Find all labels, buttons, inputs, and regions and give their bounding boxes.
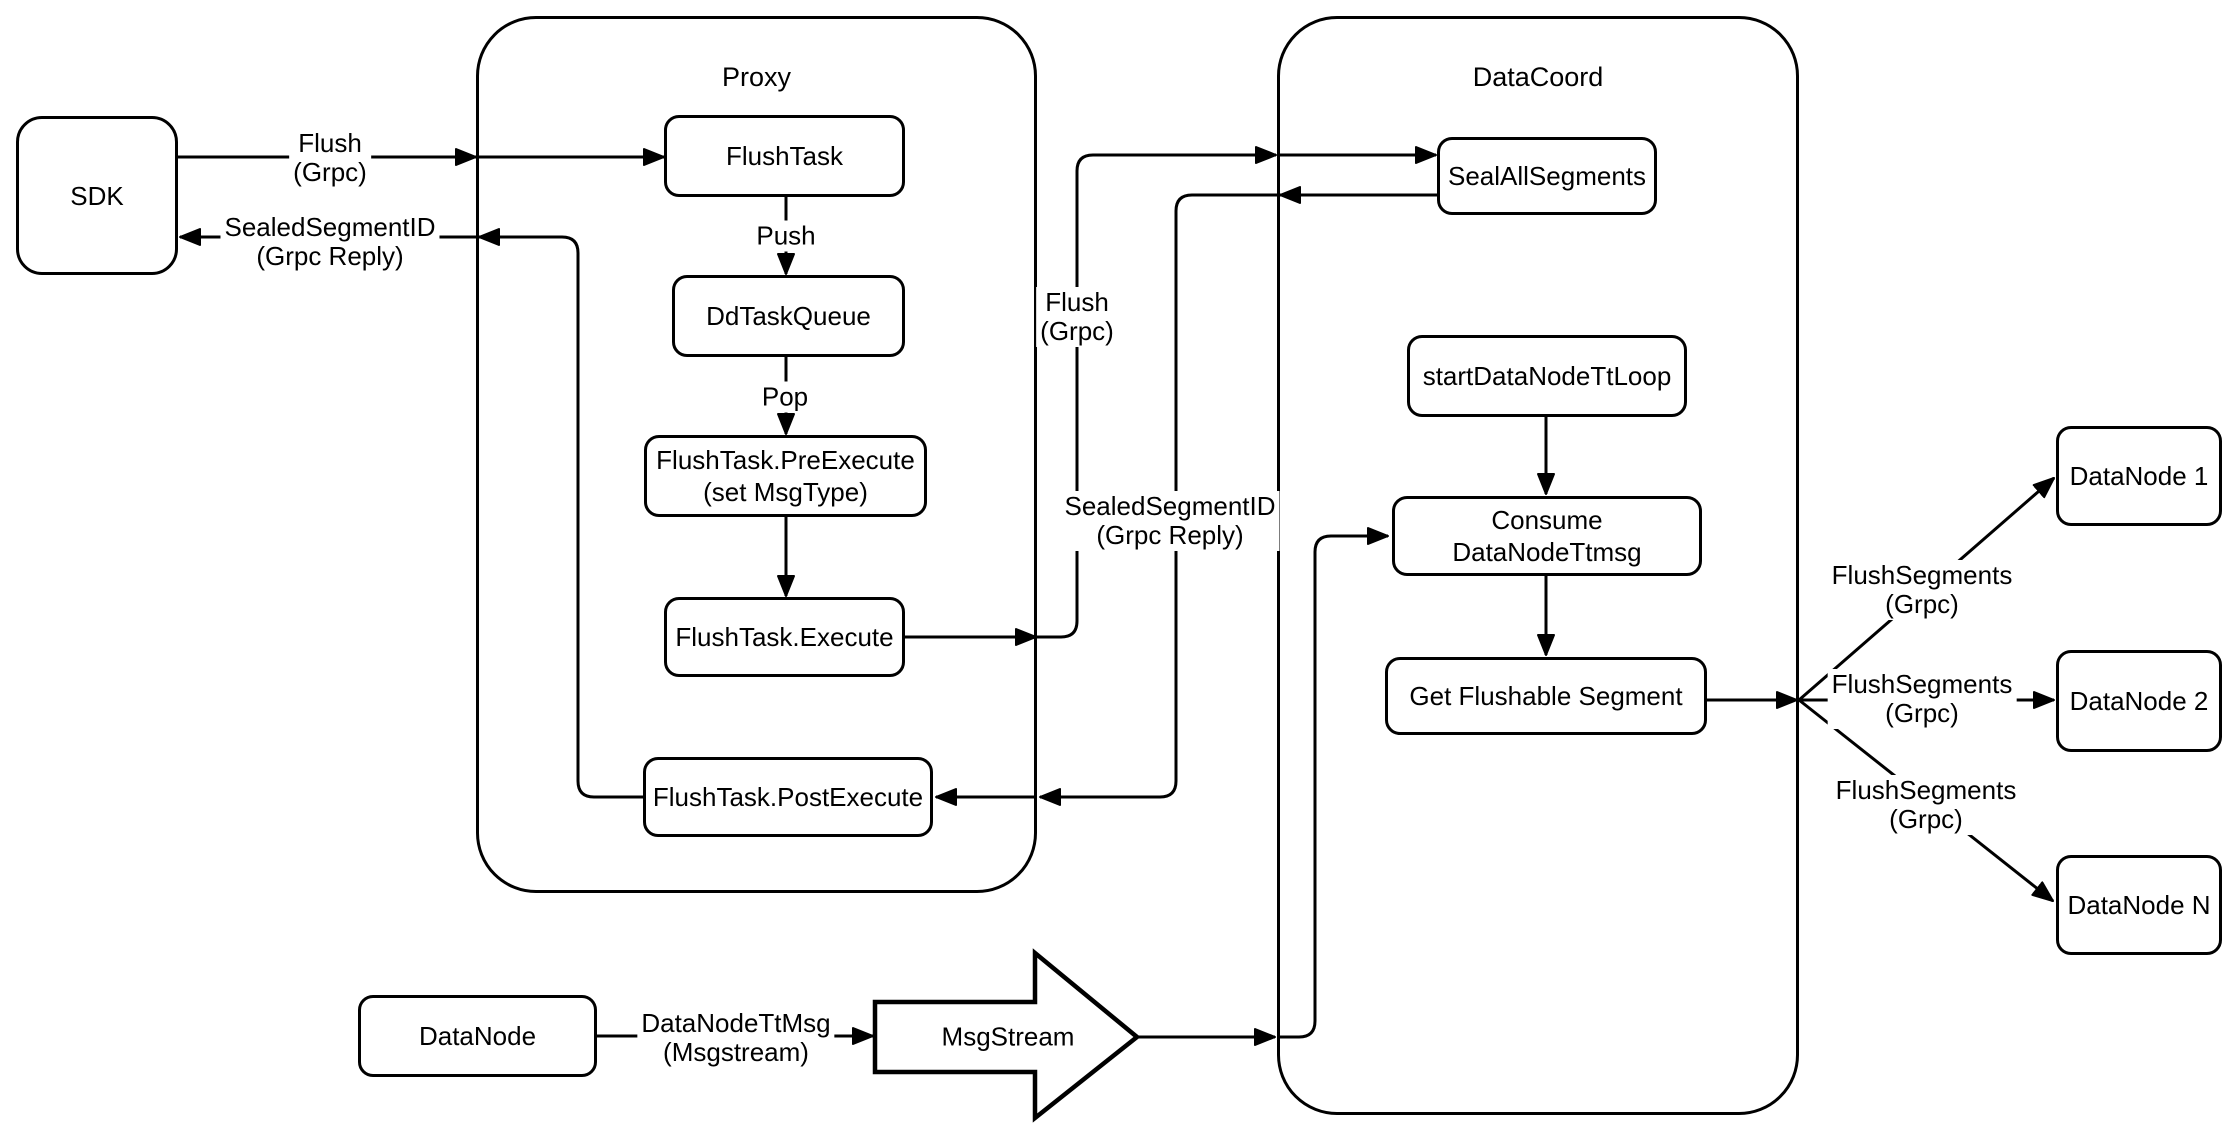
datacoord-title: DataCoord	[1472, 62, 1604, 92]
label-flushsegments-2-line2: (Grpc)	[1885, 698, 1959, 728]
label-flushsegments-1-line2: (Grpc)	[1885, 589, 1959, 619]
label-push: Push	[752, 220, 820, 252]
label-flushsegments-2: FlushSegments (Grpc)	[1827, 669, 2017, 729]
node-execute: FlushTask.Execute	[664, 597, 905, 677]
node-datanode-1: DataNode 1	[2056, 426, 2222, 526]
node-consume-datanodettmsg: Consume DataNodeTtmsg	[1392, 496, 1702, 576]
label-flushsegments-3-line2: (Grpc)	[1889, 804, 1963, 834]
label-flushsegments-3: FlushSegments (Grpc)	[1831, 775, 2021, 835]
label-flushsegments-2-line1: FlushSegments	[1831, 669, 2013, 699]
node-datanode-n: DataNode N	[2056, 855, 2222, 955]
proxy-container	[476, 16, 1037, 893]
label-flush-grpc-1: Flush (Grpc)	[289, 128, 371, 188]
node-sdk: SDK	[16, 116, 178, 275]
label-flush-grpc-2: Flush (Grpc)	[1036, 287, 1118, 347]
label-sealedsegmentid-2-line1: SealedSegmentID	[1064, 491, 1276, 521]
proxy-title: Proxy	[721, 62, 792, 92]
node-datanode-2: DataNode 2	[2056, 650, 2222, 752]
node-startdatanodettloop: startDataNodeTtLoop	[1407, 335, 1687, 417]
node-sealallsegments: SealAllSegments	[1437, 137, 1657, 215]
label-flush-grpc-2-line2: (Grpc)	[1040, 316, 1114, 346]
datacoord-container	[1277, 16, 1799, 1115]
node-datanode-source: DataNode	[358, 995, 597, 1077]
node-flushtask: FlushTask	[664, 115, 905, 197]
msgstream-shape	[872, 948, 1141, 1123]
node-getflushablesegment: Get Flushable Segment	[1385, 657, 1707, 735]
node-ddtaskqueue: DdTaskQueue	[672, 275, 905, 357]
node-preexecute-line2: (set MsgType)	[703, 477, 868, 507]
label-sealedsegmentid-2-line2: (Grpc Reply)	[1096, 520, 1244, 550]
label-sealedsegmentid-1: SealedSegmentID (Grpc Reply)	[220, 212, 440, 272]
msgstream-label: MsgStream	[941, 1021, 1075, 1052]
label-flushsegments-1: FlushSegments (Grpc)	[1827, 560, 2017, 620]
edge-flush-up-to-datacoord-border	[1037, 146, 1277, 639]
node-postexecute: FlushTask.PostExecute	[643, 757, 933, 837]
label-flush-grpc-2-line1: Flush	[1045, 287, 1109, 317]
label-flush-grpc-1-line1: Flush	[298, 128, 362, 158]
node-preexecute: FlushTask.PreExecute (set MsgType)	[644, 435, 927, 517]
label-sealedsegmentid-1-line1: SealedSegmentID	[224, 212, 436, 242]
label-datanodettmsg-line1: DataNodeTtMsg	[641, 1008, 831, 1038]
label-flushsegments-3-line1: FlushSegments	[1835, 775, 2017, 805]
edge-ttmsg-up-to-consume	[1277, 527, 1389, 1039]
node-preexecute-line1: FlushTask.PreExecute	[656, 445, 915, 475]
edge-reply-postexecute-to-proxy-border	[478, 228, 643, 799]
label-flushsegments-1-line1: FlushSegments	[1831, 560, 2013, 590]
label-datanodettmsg: DataNodeTtMsg (Msgstream)	[637, 1008, 835, 1068]
label-datanodettmsg-line2: (Msgstream)	[663, 1037, 809, 1067]
label-sealedsegmentid-1-line2: (Grpc Reply)	[256, 241, 404, 271]
label-pop: Pop	[757, 381, 813, 413]
label-flush-grpc-1-line2: (Grpc)	[293, 157, 367, 187]
label-sealedsegmentid-2: SealedSegmentID (Grpc Reply)	[1060, 491, 1280, 551]
